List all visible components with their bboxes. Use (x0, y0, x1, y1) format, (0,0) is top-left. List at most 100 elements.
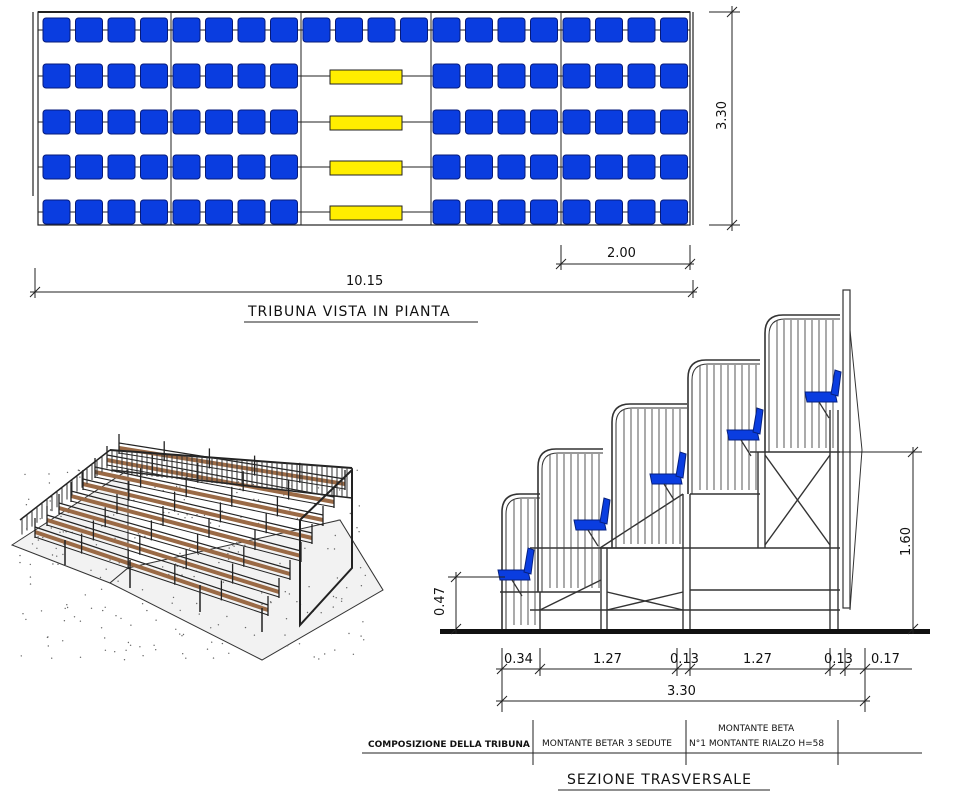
dimension-height (840, 446, 922, 635)
plan-depth-dimension: 3.30 (714, 101, 730, 130)
seat (465, 63, 493, 89)
seat (107, 63, 136, 89)
seat (530, 154, 558, 180)
seat (107, 109, 136, 135)
seat (530, 109, 558, 135)
seat (172, 199, 201, 225)
seat (237, 199, 266, 225)
railing-frame (537, 448, 603, 592)
seat (627, 109, 656, 135)
seat (42, 199, 71, 225)
plan-view (29, 6, 740, 323)
section-first-step-dimension: 0.47 (432, 587, 448, 616)
section-height-dimension: 1.60 (898, 527, 914, 556)
seat (804, 391, 838, 403)
seat (627, 63, 656, 89)
seat (107, 199, 136, 225)
dimension-first-step (448, 571, 505, 635)
seat (75, 154, 103, 180)
seat (75, 199, 103, 225)
plan-title: TRIBUNA VISTA IN PIANTA (248, 304, 451, 320)
bench-plank (58, 506, 291, 576)
seat (75, 63, 103, 89)
seat (205, 154, 233, 180)
seat (172, 109, 201, 135)
railing-frame (687, 359, 760, 494)
dimension-total-depth (496, 695, 871, 707)
back-railing (19, 449, 353, 535)
ground-line (440, 629, 930, 634)
seat (465, 109, 493, 135)
plan-module-dimension: 2.00 (607, 246, 636, 261)
seat (562, 17, 591, 43)
section-title: SEZIONE TRASVERSALE (567, 772, 752, 788)
seat (497, 63, 526, 89)
seat (432, 154, 461, 180)
seat (172, 17, 201, 43)
seat (530, 199, 558, 225)
aisle-step (329, 69, 403, 85)
seat (42, 109, 71, 135)
plan-total-length-dimension: 10.15 (346, 274, 384, 289)
seat (42, 17, 71, 43)
seat (205, 199, 233, 225)
seat (595, 17, 623, 43)
legend-col1: MONTANTE BETAR 3 SEDUTE (542, 739, 672, 749)
bottom-dimension: 0.34 (504, 652, 533, 667)
aisle-step (329, 115, 403, 131)
seat (627, 154, 656, 180)
seat (237, 109, 266, 135)
railing-frame (501, 493, 540, 629)
seat (140, 17, 168, 43)
back-post (842, 289, 851, 609)
seat (660, 17, 688, 43)
dimension-module (555, 245, 696, 270)
seat (140, 109, 168, 135)
seat (595, 63, 623, 89)
seat (205, 63, 233, 89)
railing-frame (764, 314, 840, 452)
seat (432, 199, 461, 225)
seat (75, 17, 103, 43)
seat (270, 17, 298, 43)
dimension-depth (709, 6, 740, 231)
seat (660, 154, 688, 180)
aisle-step (329, 205, 403, 221)
seat (726, 429, 760, 441)
seat (367, 17, 396, 43)
legend-col2-line2: N°1 MONTANTE RIALZO H=58 (689, 739, 825, 749)
perspective-view (10, 434, 384, 661)
seat (270, 109, 298, 135)
seat (595, 154, 623, 180)
seat (432, 63, 461, 89)
seat (530, 17, 558, 43)
seat (42, 63, 71, 89)
seat (649, 473, 683, 485)
seat (595, 199, 623, 225)
seat (237, 63, 266, 89)
seat (562, 63, 591, 89)
ground-slab-right (109, 519, 384, 661)
seat (627, 199, 656, 225)
section-view (362, 289, 930, 791)
seat (530, 63, 558, 89)
seat (400, 17, 428, 43)
seat (205, 17, 233, 43)
seat (270, 199, 298, 225)
bottom-dimension: 0.13 (670, 652, 699, 667)
seat (497, 199, 526, 225)
bottom-dimension: 1.27 (743, 652, 772, 667)
seat (237, 17, 266, 43)
seat (302, 17, 331, 43)
bench-plank (34, 530, 269, 612)
bench-plank (46, 518, 280, 594)
bottom-dimension: 0.17 (871, 652, 900, 667)
seat (140, 154, 168, 180)
composition-table (362, 720, 922, 765)
bench-plank (70, 494, 302, 558)
seat (497, 154, 526, 180)
seat (75, 109, 103, 135)
railing-frame (611, 403, 687, 548)
seat (237, 154, 266, 180)
